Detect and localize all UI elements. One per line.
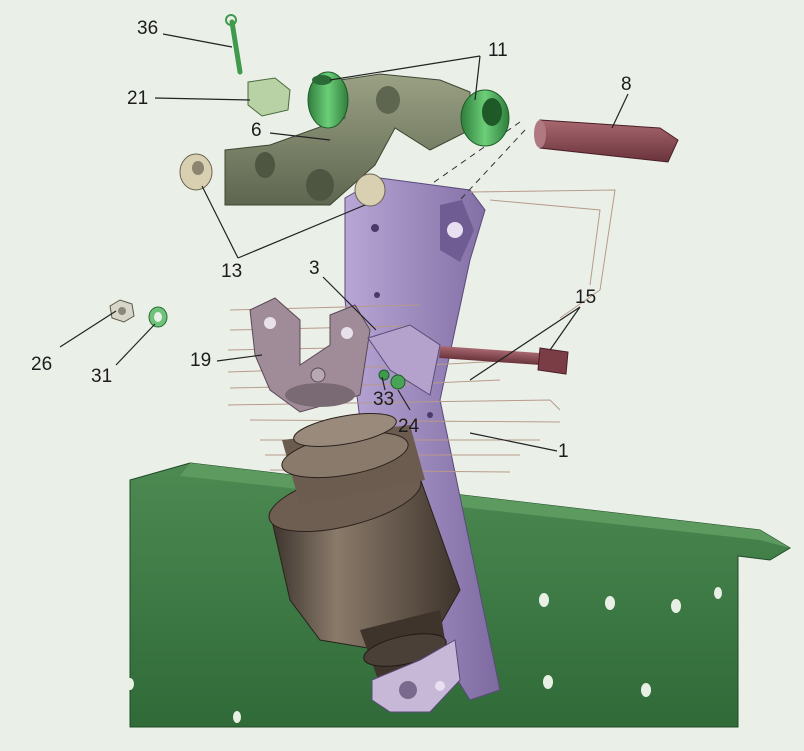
callout-24: 24 <box>398 416 420 437</box>
callout-33: 33 <box>373 389 394 410</box>
cotter-pin-36 <box>225 14 243 75</box>
callout-1: 1 <box>558 441 569 462</box>
callout-labels: 36 11 8 21 6 13 3 15 26 31 19 33 24 1 <box>31 18 632 462</box>
callout-21: 21 <box>127 88 148 109</box>
callout-11: 11 <box>488 40 508 61</box>
nut-26 <box>109 299 135 323</box>
fork-19 <box>249 297 371 413</box>
assembly-axis-lines <box>429 121 526 201</box>
callout-15: 15 <box>575 287 596 308</box>
plate-3 <box>367 324 441 396</box>
washer-31 <box>148 306 168 328</box>
bolt-15 <box>439 346 569 375</box>
bushing-13-right <box>354 173 386 207</box>
bushing-11-right <box>460 89 510 147</box>
callout-31: 31 <box>91 366 112 387</box>
bushing-13-left <box>179 153 213 191</box>
callout-26: 26 <box>31 354 52 375</box>
callout-36: 36 <box>137 18 158 39</box>
bracket-1 <box>344 177 501 701</box>
callout-13: 13 <box>221 261 242 282</box>
frame-holes <box>126 587 722 723</box>
callout-3: 3 <box>309 258 320 279</box>
callout-8: 8 <box>621 74 632 95</box>
washer-33 <box>378 369 390 381</box>
nut-24 <box>390 374 406 390</box>
pin-8 <box>534 119 679 163</box>
bushing-11-left <box>307 71 349 129</box>
shock-absorber <box>268 413 461 713</box>
castle-nut-21 <box>247 77 291 117</box>
leader-lines <box>59 33 629 452</box>
callout-6: 6 <box>251 120 262 141</box>
callout-19: 19 <box>190 350 211 371</box>
